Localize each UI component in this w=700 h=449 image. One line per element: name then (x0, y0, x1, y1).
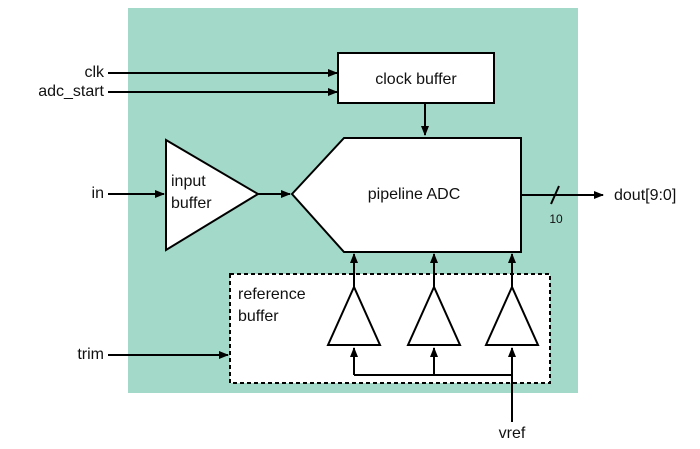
adc-start-label: adc_start (38, 83, 104, 100)
input-buffer-label-line1: input (171, 173, 206, 190)
bus-slash (550, 185, 560, 205)
clk-label: clk (84, 64, 105, 81)
in-label: in (92, 185, 104, 202)
input-buffer-label-line2: buffer (171, 195, 212, 212)
pipeline-adc-label: pipeline ADC (368, 186, 461, 203)
reference-buffer-label-line1: reference (238, 286, 306, 303)
reference-amplifier-3 (484, 284, 540, 346)
reference-buffer-label-line2: buffer (238, 308, 279, 325)
dout-label: dout[9:0] (614, 187, 676, 204)
input-buffer-amplifier (165, 138, 260, 252)
reference-amplifier-1 (326, 284, 382, 346)
vref-label: vref (499, 425, 526, 442)
reference-amplifier-2 (406, 284, 462, 346)
clock-buffer-block (337, 52, 495, 104)
bus-width-label: 10 (549, 212, 563, 226)
trim-label: trim (77, 346, 104, 363)
clock-buffer-label: clock buffer (375, 71, 457, 88)
